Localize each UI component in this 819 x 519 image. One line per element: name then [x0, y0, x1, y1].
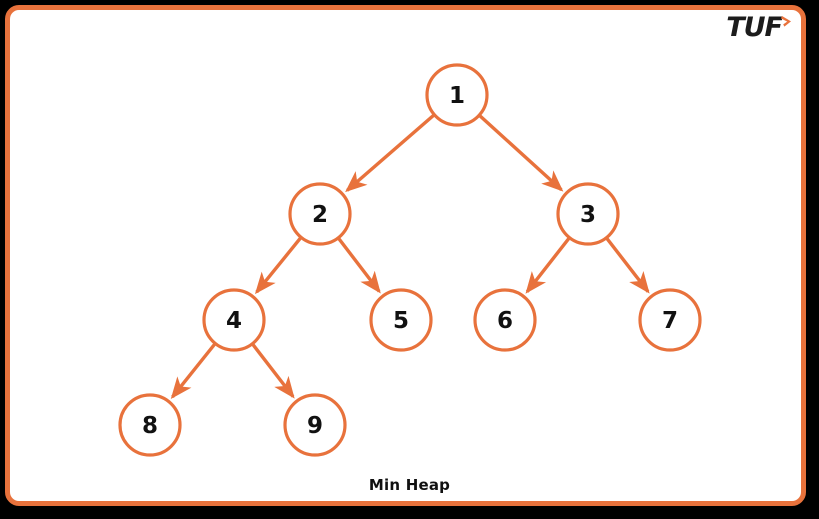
node-label: 8 — [142, 413, 158, 439]
chevron-right-icon — [779, 14, 795, 34]
node-circle — [556, 182, 620, 246]
edges-layer — [170, 93, 650, 400]
tree-node: 6 — [473, 288, 537, 352]
node-label: 9 — [307, 413, 323, 439]
tree-node: 8 — [118, 393, 182, 457]
node-label: 4 — [226, 308, 242, 334]
node-circle — [283, 393, 347, 457]
node-label: 7 — [662, 308, 678, 334]
tuf-logo: TUF — [726, 12, 795, 42]
node-circle — [118, 393, 182, 457]
tree-node: 3 — [556, 182, 620, 246]
tree-node: 4 — [202, 288, 266, 352]
node-label: 2 — [312, 202, 328, 228]
figure-caption: Min Heap — [368, 476, 451, 494]
node-label: 6 — [497, 308, 513, 334]
tree-node: 2 — [288, 182, 352, 246]
node-label: 1 — [449, 83, 465, 109]
node-circle — [202, 288, 266, 352]
tree-node: 9 — [283, 393, 347, 457]
node-circle — [638, 288, 702, 352]
node-label: 5 — [393, 308, 409, 334]
node-label: 3 — [580, 202, 596, 228]
tree-node: 5 — [369, 288, 433, 352]
tree-node: 7 — [638, 288, 702, 352]
node-circle — [425, 63, 489, 127]
tree-node: 1 — [425, 63, 489, 127]
node-circle — [473, 288, 537, 352]
node-circle — [369, 288, 433, 352]
nodes-layer: 1 2 3 4 5 6 7 8 9 — [118, 63, 702, 457]
node-circle — [288, 182, 352, 246]
logo-wordmark: TUF — [726, 11, 783, 43]
